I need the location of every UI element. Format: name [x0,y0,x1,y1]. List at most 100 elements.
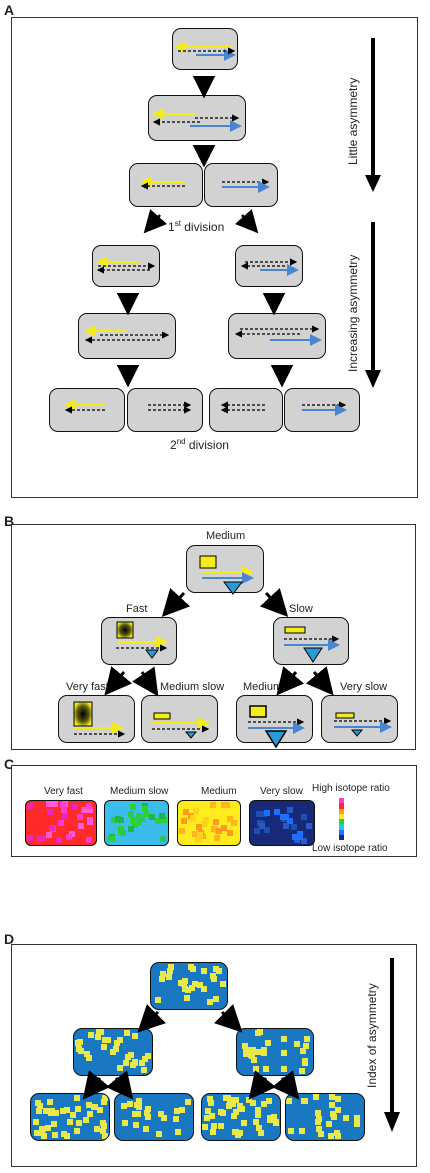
c-medium-slow-cell [104,800,169,846]
pixel-square [218,1109,224,1115]
pixel-square [249,1053,255,1059]
pixel-square [303,1043,309,1049]
pixel-square [299,1128,305,1134]
pixel-square [246,1047,252,1053]
pixel-square [132,1033,138,1039]
pixel-square [183,809,189,815]
panel-c-letter: C [4,756,15,772]
pixel-square [60,1108,66,1114]
pixel-square [130,1062,136,1068]
panel-a-letter: A [4,2,15,18]
pixel-square [52,801,58,807]
c-label-low-ratio: Low isotope ratio [312,843,388,854]
b-label-fast: Fast [126,603,148,615]
flow-arrow [234,209,259,234]
pixel-square [287,818,293,824]
pixel-square [256,811,262,817]
pixel-square [145,1114,151,1120]
pixel-square [267,1117,273,1123]
pixel-square [101,1044,107,1050]
pixel-square [221,825,227,831]
flow-arrow [161,588,191,618]
pixel-square [302,1058,308,1064]
pixel-square [237,1103,243,1109]
pixel-square [326,1121,332,1127]
flow-arrow [305,666,334,696]
pixel-square [235,1132,241,1138]
pixel-square [181,981,187,987]
blue-triangle [264,730,288,749]
b-very-fast-cell [58,695,135,743]
d-parent-cell [150,962,228,1010]
pixel-square [56,837,62,843]
pixel-square [354,1121,360,1127]
pixel-square [92,1104,98,1110]
pixel-square [189,985,195,991]
c-label-high-ratio: High isotope ratio [312,783,390,794]
pixel-square [274,809,280,815]
pixel-square [94,1126,100,1132]
pixel-square [64,1107,70,1113]
pixel-square [286,1098,292,1104]
pixel-square [264,827,270,833]
pixel-square [294,837,300,843]
pixel-square [101,1099,107,1105]
pixel-square [258,1130,264,1136]
flow-arrow [82,1070,111,1100]
c-very-fast-cell [25,800,97,846]
pixel-square [253,1066,259,1072]
pixel-square [84,1051,90,1057]
pixel-square [139,816,145,822]
pixel-square [70,1112,76,1118]
pixel-square [37,1103,43,1109]
pixel-square [86,1055,92,1061]
scale-swatch [339,824,344,830]
pixel-square [58,820,64,826]
pixel-square [135,1111,141,1117]
pixel-square [185,1099,191,1105]
pixel-square [78,1048,84,1054]
pixel-square [188,964,194,970]
pixel-square [205,1108,211,1114]
pixel-square [72,804,78,810]
flow-arrow [143,209,168,234]
pixel-square [34,1130,40,1136]
pixel-square [216,968,222,974]
pixel-square [232,1129,238,1135]
flat-block [335,712,355,719]
c-isotope-scale [339,798,344,840]
pixel-square [27,803,33,809]
pixel-square [45,1125,51,1131]
pixel-square [179,828,185,834]
pixel-square [281,1036,287,1042]
pixel-square [231,1113,237,1119]
pixel-square [197,982,203,988]
pixel-square [136,1104,142,1110]
pixel-square [52,1132,58,1138]
pixel-square [77,814,83,820]
pixel-square [88,1032,94,1038]
pixel-square [299,1068,305,1074]
pixel-square [142,806,148,812]
pixel-square [74,1095,80,1101]
pixel-square [53,1110,59,1116]
pixel-square [101,1123,107,1129]
pixel-square [83,1117,89,1123]
blue-triangle [184,731,198,739]
pixel-square [329,1102,335,1108]
pixel-square [47,1099,53,1105]
pixel-square [220,981,226,987]
pixel-square [130,817,136,823]
pixel-square [168,964,174,970]
pixel-square [82,807,88,813]
pixel-square [254,828,260,834]
pixel-square [136,819,142,825]
pixel-square [261,1047,267,1053]
flow-arrow [213,1003,243,1033]
pixel-square [313,1094,319,1100]
pixel-square [128,826,134,832]
pixel-square [64,1133,70,1139]
pixel-square [174,1108,180,1114]
scale-swatch [339,798,344,804]
